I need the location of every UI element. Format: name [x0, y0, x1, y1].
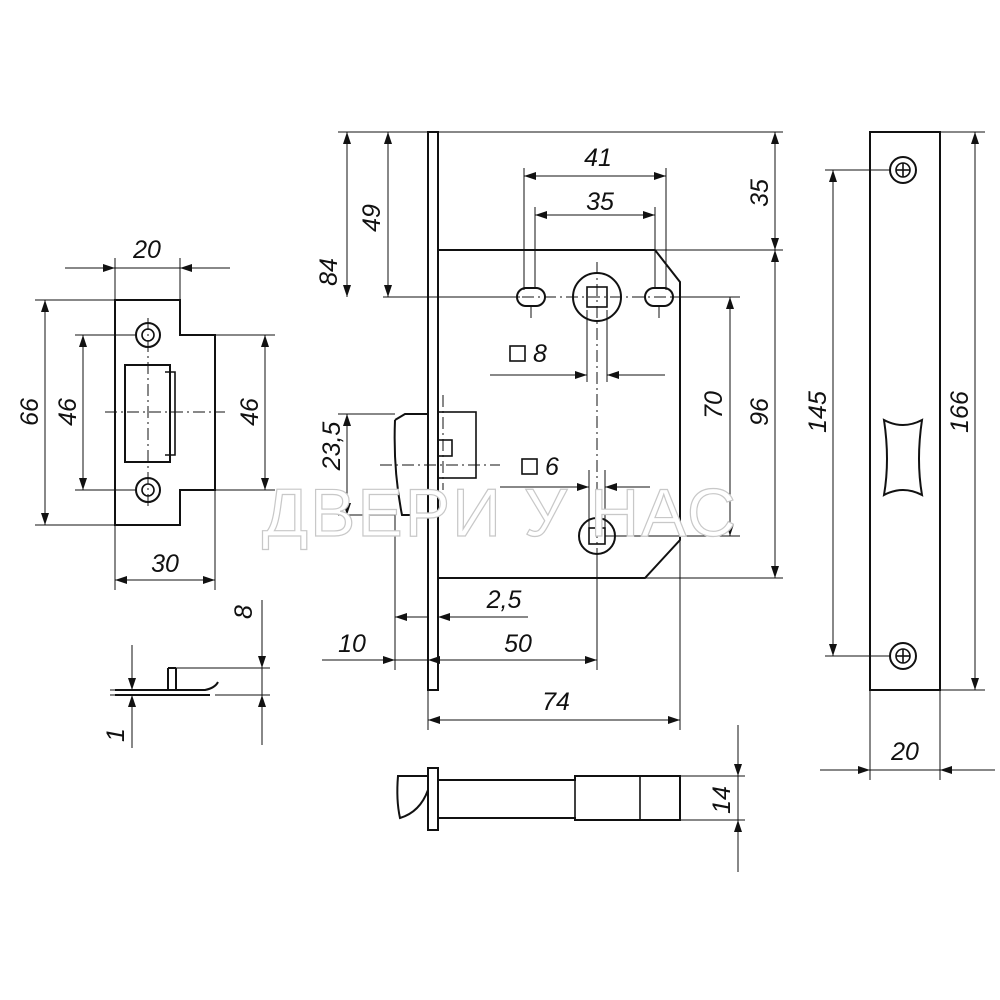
faceplate-width-label: 20	[890, 738, 919, 766]
latch-bolt	[393, 413, 428, 516]
strike-plate-side-view: 8 1	[102, 600, 270, 748]
strike-side-thickness-label: 1	[102, 728, 130, 742]
latch-projection-label: 10	[338, 630, 366, 658]
latch-height-label: 23,5	[318, 422, 346, 472]
spindle-square-label: 8	[533, 340, 547, 368]
strike-width-bottom-label: 30	[151, 550, 179, 578]
strike-hole-spacing-left-label: 46	[54, 398, 82, 426]
guide-spacing-inner-label: 35	[586, 188, 614, 216]
strike-tongue	[165, 371, 176, 456]
faceplate-top-to-case-label: 35	[746, 179, 774, 207]
watermark-text: ДВЕРИ У НАС	[262, 475, 738, 551]
guide-spacing-outer-label: 41	[584, 144, 612, 172]
strike-height-label: 66	[16, 398, 44, 426]
strike-hole-spacing-right-label: 46	[236, 398, 264, 426]
privacy-square-label: 6	[545, 453, 559, 481]
faceplate-outline	[869, 131, 941, 691]
lock-faceplate	[427, 131, 439, 691]
backset-label: 50	[504, 630, 532, 658]
strike-width-top-label: 20	[132, 236, 161, 264]
bolt-height-label: 14	[708, 786, 736, 814]
body-top-to-spindle-label: 84	[315, 258, 343, 286]
latch-housing	[437, 411, 477, 479]
faceplate-front-view: 145 166 20	[804, 131, 995, 780]
spindle-to-privacy-label: 70	[700, 391, 728, 419]
bottom-view-latch	[396, 775, 429, 820]
faceplate-spacing-label: 145	[804, 391, 832, 433]
faceplate-screw-hole-top	[889, 156, 917, 184]
faceplate-thickness-label: 2,5	[486, 586, 522, 614]
strike-plate-front-view: 20 66 46 46 30	[16, 236, 275, 590]
faceplate-length-label: 166	[946, 391, 974, 433]
square-symbol-icon	[509, 345, 526, 362]
lock-body-view: 84 49 23,5 41 35 35 96 70 8	[315, 131, 783, 730]
square-symbol-icon	[521, 458, 538, 475]
strike-side-height-label: 8	[230, 605, 258, 619]
body-case-top-to-spindle-label: 49	[358, 204, 386, 232]
case-depth-label: 74	[542, 688, 570, 716]
faceplate-screw-hole-bottom	[889, 642, 917, 670]
faceplate-latch-opening	[882, 418, 924, 497]
case-height-label: 96	[746, 398, 774, 426]
lock-body-bottom-view: 14	[396, 725, 745, 872]
